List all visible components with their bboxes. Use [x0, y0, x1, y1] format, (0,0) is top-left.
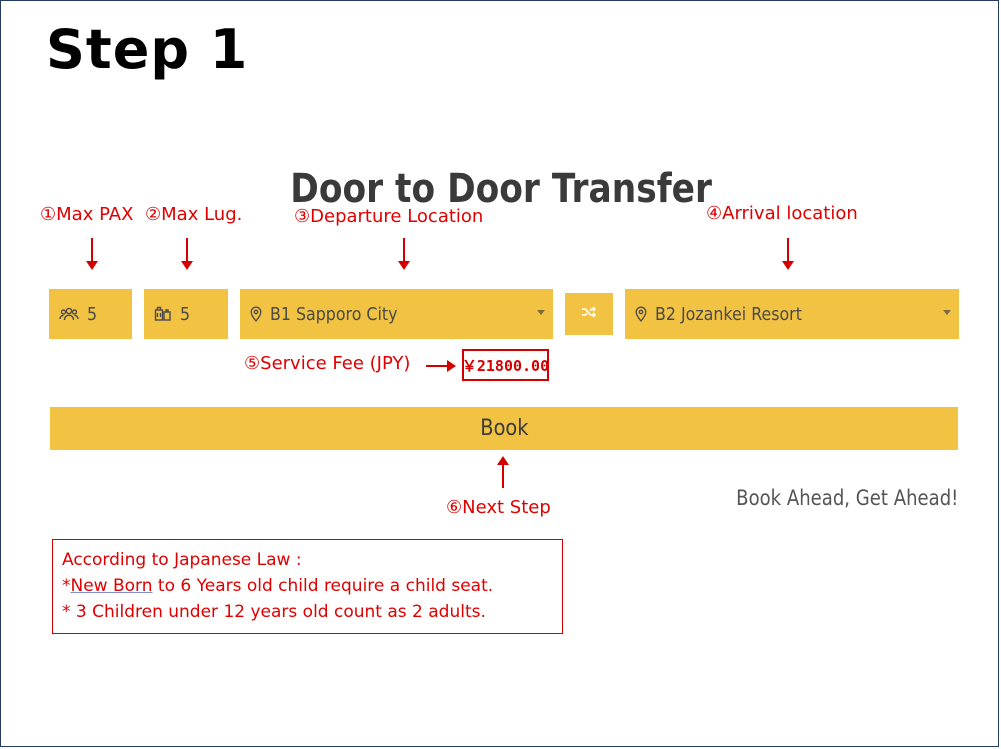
- shuffle-icon: [581, 305, 597, 323]
- pax-value: 5: [87, 303, 98, 325]
- annotation-service-fee: ⑤Service Fee (JPY): [244, 353, 411, 374]
- arrow-arrival: [782, 238, 794, 270]
- page-title: Door to Door Transfer: [290, 166, 712, 212]
- law-note-line-2: * 3 Children under 12 years old count as…: [62, 602, 486, 622]
- departure-value: B1 Sapporo City: [270, 303, 398, 325]
- book-button[interactable]: Book: [50, 407, 958, 450]
- pax-select[interactable]: 5: [49, 289, 132, 339]
- arrival-select[interactable]: B2 Jozankei Resort: [625, 289, 959, 339]
- annotation-max-luggage: ②Max Lug.: [145, 204, 243, 225]
- book-button-label: Book: [479, 416, 529, 441]
- arrow-luggage: [181, 238, 193, 270]
- luggage-select[interactable]: 5: [144, 289, 228, 339]
- map-pin-icon: [635, 306, 647, 322]
- departure-select[interactable]: B1 Sapporo City: [240, 289, 553, 339]
- luggage-icon: [154, 306, 172, 322]
- step-title: Step 1: [46, 18, 249, 81]
- arrow-departure: [398, 238, 410, 270]
- arrow-pax: [86, 238, 98, 270]
- law-note-line-1-text: to 6 Years old child require a child sea…: [152, 576, 494, 596]
- swap-locations-button[interactable]: [565, 293, 613, 335]
- annotation-departure: ③Departure Location: [294, 206, 484, 227]
- law-note-bullet: *: [62, 576, 71, 596]
- arrow-fee: [426, 360, 456, 372]
- group-icon: [59, 306, 79, 322]
- law-note-heading: According to Japanese Law :: [62, 550, 302, 570]
- tagline: Book Ahead, Get Ahead!: [735, 486, 958, 510]
- chevron-down-icon: [537, 310, 545, 315]
- new-born-link: New Born: [70, 576, 153, 596]
- map-pin-icon: [250, 306, 262, 322]
- annotation-arrival: ④Arrival location: [706, 203, 858, 224]
- chevron-down-icon: [943, 310, 951, 315]
- annotation-next-step: ⑥Next Step: [446, 497, 551, 518]
- law-note-line-1: *New Born to 6 Years old child require a…: [62, 573, 553, 599]
- arrival-value: B2 Jozankei Resort: [655, 303, 802, 325]
- luggage-value: 5: [180, 303, 191, 325]
- law-note: According to Japanese Law : *New Born to…: [52, 539, 563, 634]
- arrow-next-step: [497, 456, 509, 488]
- service-fee-value: ￥21800.00: [462, 349, 549, 381]
- annotation-max-pax: ①Max PAX: [40, 204, 134, 225]
